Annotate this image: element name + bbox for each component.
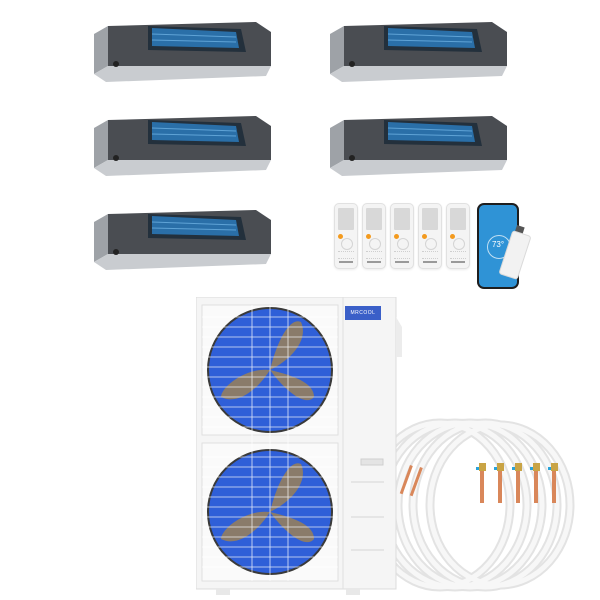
remote-control-4 (418, 203, 442, 269)
brand-logo: MRCOOL (345, 306, 381, 320)
button-row (338, 251, 354, 259)
remote-control-2 (362, 203, 386, 269)
ducted-unit-icon (330, 116, 507, 176)
ducted-unit-5 (86, 192, 276, 270)
button-row (450, 251, 466, 259)
button-row (394, 251, 410, 259)
remote-control-3 (390, 203, 414, 269)
button-row (422, 251, 438, 259)
remote-control-1 (334, 203, 358, 269)
remote-screen (366, 208, 382, 230)
ducted-unit-icon (94, 22, 271, 82)
remote-screen (422, 208, 438, 230)
brand-mark (339, 261, 353, 263)
ducted-unit-1 (86, 4, 276, 82)
ducted-unit-icon (94, 116, 271, 176)
brand-mark (423, 261, 437, 263)
ducted-unit-icon (94, 210, 271, 270)
remote-control-5 (446, 203, 470, 269)
app-temperature: 73° (491, 240, 505, 249)
outdoor-condenser (196, 297, 402, 597)
dpad-icon (369, 238, 381, 250)
ducted-unit-2 (322, 4, 512, 82)
dpad-icon (425, 238, 437, 250)
ducted-unit-icon (330, 22, 507, 82)
dpad-icon (397, 238, 409, 250)
power-button-icon (394, 234, 399, 239)
brand-mark (367, 261, 381, 263)
remote-screen (394, 208, 410, 230)
button-row (366, 251, 382, 259)
remote-screen (450, 208, 466, 230)
line-set-coils (380, 405, 595, 595)
power-button-icon (338, 234, 343, 239)
ducted-unit-4 (322, 98, 512, 176)
flare-fittings (399, 463, 558, 503)
dpad-icon (341, 238, 353, 250)
ducted-unit-3 (86, 98, 276, 176)
brand-mark (451, 261, 465, 263)
coil-icon (380, 418, 575, 592)
power-button-icon (366, 234, 371, 239)
brand-mark (395, 261, 409, 263)
power-button-icon (422, 234, 427, 239)
power-button-icon (450, 234, 455, 239)
remote-screen (338, 208, 354, 230)
dpad-icon (453, 238, 465, 250)
condenser-icon (196, 297, 402, 595)
